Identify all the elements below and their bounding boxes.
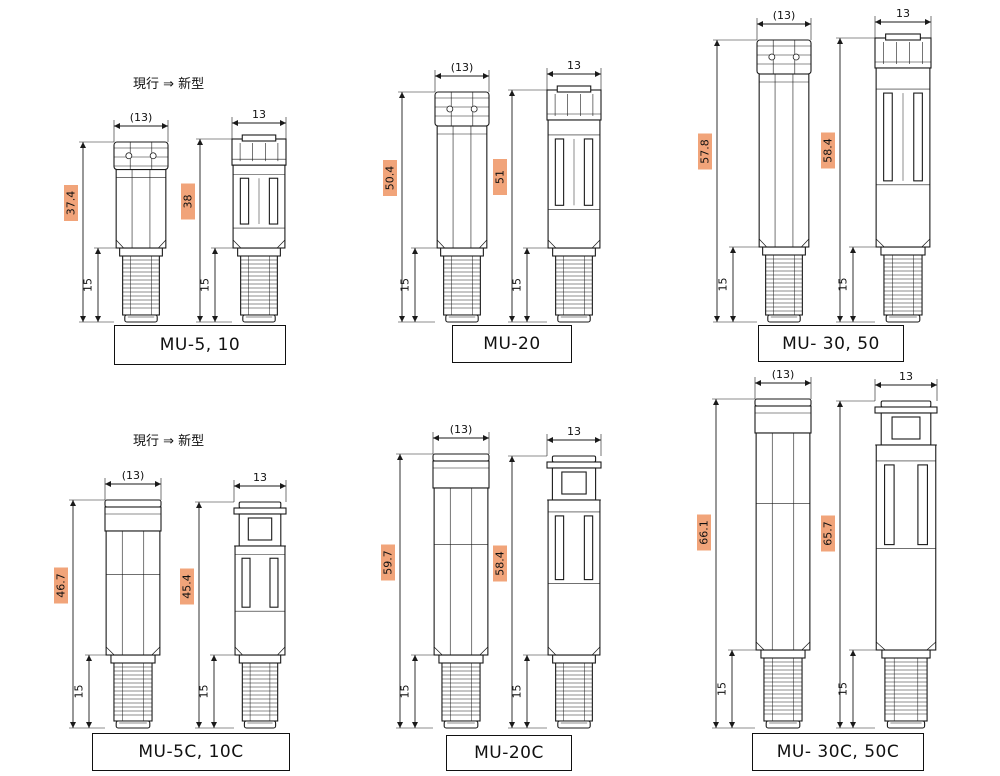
fitting-4-current-tip (443, 720, 479, 729)
fitting-1-new: 13 51 15 (493, 59, 602, 323)
fitting-4-current-width-dim: (13) (450, 423, 473, 436)
fitting-5-current-thread (760, 649, 806, 722)
fitting-0-current-body (113, 141, 169, 249)
fitting-3-current-height-dim: 46.7 (55, 573, 68, 598)
model-label-mu-20: MU-20 (452, 325, 572, 363)
fitting-4-new-body (546, 455, 602, 656)
fitting-0-new-tip (242, 314, 276, 323)
fitting-5-new-thread (881, 649, 931, 722)
model-label-mu-20c: MU-20C (446, 735, 572, 771)
fitting-5-new: 13 65.7 15 (821, 370, 938, 729)
fitting-1-current-thread-dim: 15 (399, 278, 412, 292)
fitting-5-current-body (754, 398, 812, 651)
fitting-1-new-tip (557, 314, 591, 323)
fitting-1-current-body (434, 91, 490, 249)
fitting-4-current: (13) 59.7 15 (381, 423, 490, 729)
fitting-0-current-thread (119, 247, 163, 316)
fitting-2-new-height-dim: 58.4 (822, 138, 835, 163)
fitting-1-current-width-dim: (13) (451, 61, 474, 74)
fitting-1-new-height-dim: 51 (494, 170, 507, 184)
fitting-2-new-thread (880, 246, 926, 316)
fitting-2-current-height-dim: 57.8 (699, 139, 712, 164)
fitting-5-current-width-dim: (13) (772, 368, 795, 381)
fitting-1-current-tip (445, 314, 479, 323)
fitting-3-new-tip (243, 720, 277, 729)
fitting-2-new-width-dim: 13 (896, 7, 910, 20)
fitting-4-current-thread (438, 654, 484, 722)
fitting-0-new-thread-dim: 15 (199, 278, 212, 292)
fitting-0-current-width-dim: (13) (130, 111, 153, 124)
fitting-3-new-thread (238, 654, 282, 722)
fitting-0-current-height-dim: 37.4 (65, 191, 78, 216)
fitting-3-current-thread (110, 654, 156, 722)
fitting-2-new: 13 58.4 15 (821, 7, 932, 323)
fitting-2-current-thread-dim: 15 (717, 278, 730, 292)
fitting-4-new-height-dim: 58.4 (494, 551, 507, 576)
fitting-0-new-height-dim: 38 (182, 195, 195, 209)
fitting-0-current: (13) 37.4 15 (64, 111, 169, 323)
fitting-3-new-width-dim: 13 (253, 471, 267, 484)
fitting-5-current-thread-dim: 15 (716, 682, 729, 696)
fitting-0-new-body (231, 134, 287, 249)
model-label-mu-30-50: MU- 30, 50 (758, 325, 904, 362)
fitting-4-new-thread (552, 654, 596, 722)
fitting-5-new-body (874, 400, 938, 651)
model-label-mu-5c-10c: MU-5C, 10C (92, 733, 290, 771)
fitting-1-new-thread (552, 247, 596, 316)
fitting-4-new: 13 58.4 15 (493, 425, 602, 729)
fitting-3-current-width-dim: (13) (122, 469, 145, 482)
fitting-3-new-thread-dim: 15 (198, 685, 211, 699)
fitting-3-new-height-dim: 45.4 (181, 574, 194, 599)
fitting-4-new-width-dim: 13 (567, 425, 581, 438)
fitting-5-current-height-dim: 66.1 (698, 520, 711, 545)
fitting-5-current: (13) 66.1 15 (697, 368, 812, 729)
fitting-3-new-body (233, 501, 287, 656)
fitting-0-current-tip (124, 314, 158, 323)
fitting-1-new-thread-dim: 15 (511, 278, 524, 292)
fitting-4-current-thread-dim: 15 (399, 685, 412, 699)
model-label-mu-5-10: MU-5, 10 (114, 325, 286, 365)
fitting-5-new-thread-dim: 15 (837, 682, 850, 696)
fitting-4-current-body (432, 453, 490, 656)
fitting-4-new-tip (557, 720, 591, 729)
fitting-0-new-width-dim: 13 (252, 108, 266, 121)
fitting-1-current-height-dim: 50.4 (384, 166, 397, 191)
fitting-2-current-thread (762, 246, 806, 316)
fitting-4-new-thread-dim: 15 (511, 685, 524, 699)
model-label-mu-30c-50c: MU- 30C, 50C (752, 733, 924, 771)
fitting-2-current-width-dim: (13) (773, 9, 796, 22)
fitting-1-new-body (546, 85, 602, 249)
fitting-5-new-height-dim: 65.7 (822, 521, 835, 546)
fitting-0-current-thread-dim: 15 (82, 278, 95, 292)
fitting-3-current-thread-dim: 15 (73, 685, 86, 699)
fitting-0-new-thread (237, 247, 281, 316)
fitting-2-new-thread-dim: 15 (837, 278, 850, 292)
fitting-2-new-body (874, 33, 932, 248)
fitting-2-new-tip (885, 314, 921, 323)
fitting-5-new-width-dim: 13 (899, 370, 913, 383)
fitting-2-current: (13) 57.8 15 (698, 9, 812, 323)
heading-top: 現行 ⇒ 新型 (133, 77, 205, 92)
fitting-1-current-thread (440, 247, 484, 316)
fitting-4-current-height-dim: 59.7 (382, 550, 395, 575)
heading-bottom: 現行 ⇒ 新型 (133, 434, 205, 449)
fitting-2-current-tip (767, 314, 801, 323)
fitting-1-new-width-dim: 13 (567, 59, 581, 72)
fitting-3-current: (13) 46.7 15 (54, 469, 162, 729)
fitting-5-current-tip (765, 720, 801, 729)
fitting-2-current-body (756, 39, 812, 248)
fitting-3-current-tip (115, 720, 151, 729)
fitting-5-new-tip (886, 720, 926, 729)
fitting-3-current-body (104, 499, 162, 656)
fitting-1-current: (13) 50.4 15 (383, 61, 490, 323)
fitting-3-new: 13 45.4 15 (180, 471, 287, 729)
fitting-0-new: 13 38 15 (181, 108, 287, 323)
